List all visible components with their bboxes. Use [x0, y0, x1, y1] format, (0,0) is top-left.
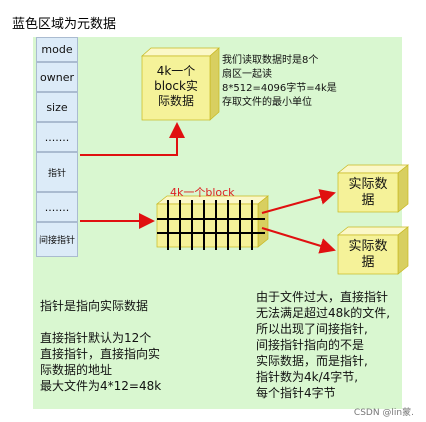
left-explanation: 指针是指向实际数据 直接指针默认为12个 直接指针，直接指向实 际数据的地址 最… [40, 298, 161, 394]
read-note: 我们读取数据时是8个 扇区一起读 8*512=4096字节=4k是 存取文件的最… [222, 54, 337, 110]
data-box-top-label: 实际数 据 [338, 177, 398, 209]
indirect-block-title: 4k一个block [170, 186, 235, 199]
right-text-line: 间接指针指向的不是 [256, 338, 365, 352]
data-box-line: 据 [361, 193, 375, 208]
grid-to-data-arrow-bottom [261, 227, 336, 254]
read-note-line: 存取文件的最小单位 [222, 97, 312, 108]
read-note-line: 扇区一起读 [222, 69, 272, 80]
data-box-line: 据 [361, 255, 375, 270]
data-box-bottom [337, 226, 409, 275]
right-text-line: 无法满足超过48k的文件, [256, 306, 391, 320]
left-text-line: 际数据的地址 [40, 363, 113, 377]
read-note-line: 我们读取数据时是8个 [222, 55, 319, 66]
data-box-line: 实际数 [348, 177, 388, 192]
indirect-block-grid [156, 195, 269, 250]
right-explanation: 由于文件过大，直接指针 无法满足超过48k的文件, 所以出现了间接指针, 间接指… [256, 289, 390, 401]
block-box-line: 4k一个 [156, 64, 196, 78]
right-text-line: 每个指针4字节 [256, 386, 336, 400]
block-box-label: 4k一个 block实 际数据 [142, 64, 210, 109]
right-text-line: 所以出现了间接指针, [256, 322, 368, 336]
data-box-bottom-label: 实际数 据 [338, 239, 398, 271]
left-text-line: 指针是指向实际数据 [40, 299, 149, 313]
read-note-line: 8*512=4096字节=4k是 [222, 83, 337, 94]
inode-field-mode: mode [36, 37, 78, 62]
left-text-line: 最大文件为4*12=48k [40, 379, 162, 393]
inode-field-owner: owner [36, 62, 78, 92]
left-text-line: 直接指针，直接指向实 [40, 347, 161, 361]
inode-field-indirect-pointer: 间接指针 [36, 222, 78, 257]
data-box-top [337, 164, 409, 213]
left-text-spacer [40, 314, 161, 330]
inode-field-ellipsis-2: ....... [36, 192, 78, 222]
data-box-line: 实际数 [348, 239, 388, 254]
block-3d-box [141, 47, 220, 121]
right-text-line: 指针数为4k/4字节, [256, 370, 359, 384]
left-text-line: 直接指针默认为12个 [40, 331, 152, 345]
diagram-title: 蓝色区域为元数据 [12, 17, 117, 32]
right-text-line: 由于文件过大，直接指针 [256, 290, 389, 304]
inode-field-size: size [36, 92, 78, 122]
watermark: CSDN @lin蒙. [353, 408, 414, 418]
right-text-line: 实际数据，而是指针, [256, 354, 368, 368]
inode-field-pointer: 指针 [36, 152, 78, 192]
block-box-line: 际数据 [157, 94, 194, 108]
block-box-line: block实 [154, 79, 198, 93]
pointer-arrow [80, 122, 185, 156]
grid-to-data-arrow-top [261, 189, 336, 214]
inode-field-ellipsis-1: ....... [36, 122, 78, 152]
inode-table: mode owner size ....... 指针 ....... 间接指针 [36, 37, 80, 257]
